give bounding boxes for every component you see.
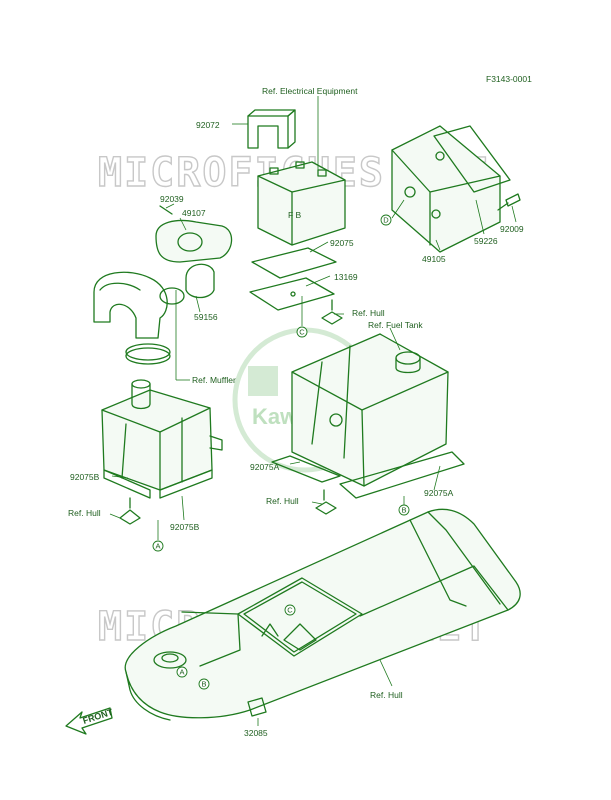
- svg-text:A: A: [155, 542, 160, 551]
- plate-49107[interactable]: [155, 219, 233, 263]
- svg-text:C: C: [287, 606, 293, 615]
- bolt-92009[interactable]: [497, 193, 521, 211]
- callout-C-top: C: [296, 326, 308, 338]
- svg-text:B: B: [401, 506, 406, 515]
- label-32085: 32085: [244, 728, 268, 738]
- gasket-59226[interactable]: [433, 125, 511, 193]
- callout-B-mid: B: [398, 504, 410, 516]
- battery-strap-92072[interactable]: [247, 109, 296, 149]
- intake-hose[interactable]: [93, 271, 168, 339]
- svg-text:D: D: [383, 216, 389, 225]
- callout-A-hull: A: [176, 666, 188, 678]
- fastener-top[interactable]: [321, 299, 343, 325]
- front-arrow-icon: FRONT: [65, 707, 115, 735]
- bracket-49105[interactable]: [391, 125, 501, 253]
- battery-mark: F B: [288, 210, 302, 220]
- tank-pad-92075A-right[interactable]: [339, 451, 465, 499]
- battery-pad-92075[interactable]: [251, 247, 337, 279]
- svg-text:C: C: [299, 328, 305, 337]
- callout-A-left: A: [152, 540, 164, 552]
- label-59226: 59226: [474, 236, 498, 246]
- label-ref-hull-mid: Ref. Hull: [266, 496, 299, 506]
- muffler[interactable]: [101, 379, 223, 491]
- fuel-tank[interactable]: [291, 333, 449, 487]
- label-92075A-left: 92075A: [250, 462, 280, 472]
- callout-B-hull: B: [198, 678, 210, 690]
- label-49107: 49107: [182, 208, 206, 218]
- callouts: C D A B C A B: [152, 214, 410, 690]
- muffler-pad-92075B-left[interactable]: [103, 469, 151, 499]
- label-ref-muffler: Ref. Muffler: [192, 375, 236, 385]
- label-59156: 59156: [194, 312, 218, 322]
- battery-tray-13169[interactable]: [249, 277, 335, 311]
- label-13169: 13169: [334, 272, 358, 282]
- hull[interactable]: [124, 508, 521, 721]
- battery[interactable]: F B: [257, 161, 346, 246]
- label-92075B-bottom: 92075B: [170, 522, 200, 532]
- fastener-mid[interactable]: [315, 489, 337, 515]
- labels: Ref. Electrical Equipment 92072 92039 49…: [68, 86, 524, 738]
- label-92075: 92075: [330, 238, 354, 248]
- label-ref-hull-top: Ref. Hull: [352, 308, 385, 318]
- svg-text:A: A: [179, 668, 184, 677]
- label-ref-hull-left: Ref. Hull: [68, 508, 101, 518]
- label-92072: 92072: [196, 120, 220, 130]
- tank-pad-92075A-left[interactable]: [271, 455, 341, 483]
- label-92075B-left: 92075B: [70, 472, 100, 482]
- muffler-pad-92075B-bottom[interactable]: [159, 469, 213, 499]
- svg-text:B: B: [201, 680, 206, 689]
- label-ref-hull-bottom: Ref. Hull: [370, 690, 403, 700]
- callout-C-hull: C: [284, 604, 296, 616]
- leader-lines: [109, 96, 517, 726]
- elbow-59156[interactable]: [159, 263, 215, 305]
- label-ref-electrical: Ref. Electrical Equipment: [262, 86, 358, 96]
- callout-D: D: [380, 214, 392, 226]
- screw-92039[interactable]: [159, 205, 173, 215]
- label-92039: 92039: [160, 194, 184, 204]
- label-92075A-right: 92075A: [424, 488, 454, 498]
- label-92009: 92009: [500, 224, 524, 234]
- hose-clamp[interactable]: [125, 343, 171, 365]
- figure-id: F3143-0001: [486, 74, 532, 84]
- fastener-left[interactable]: [119, 497, 141, 525]
- label-49105: 49105: [422, 254, 446, 264]
- label-ref-fuel-tank: Ref. Fuel Tank: [368, 320, 423, 330]
